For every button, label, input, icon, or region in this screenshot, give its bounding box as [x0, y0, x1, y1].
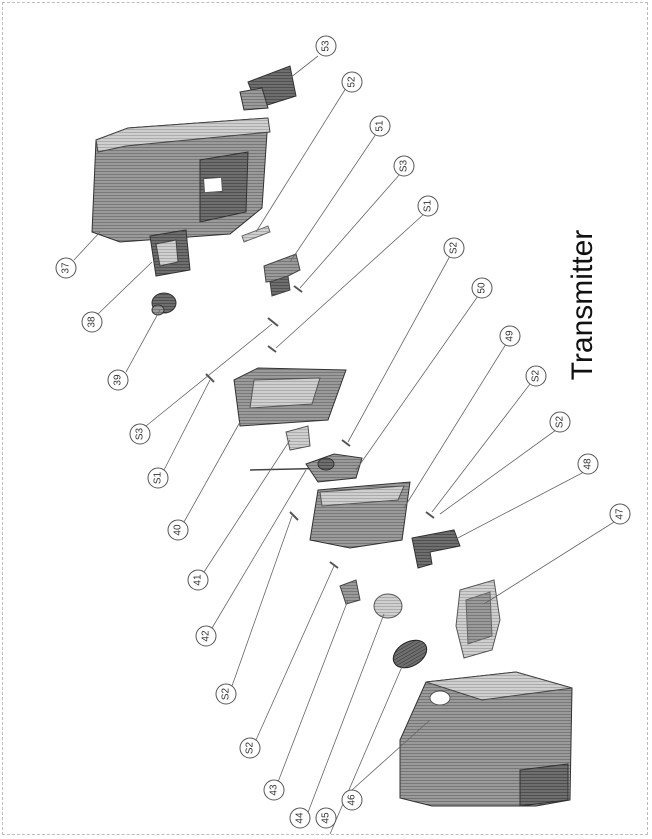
- part-s2-screw-c: [289, 511, 299, 521]
- part-49-board: [309, 481, 411, 549]
- svg-text:S2: S2: [555, 415, 566, 428]
- callout-48: 48: [577, 453, 599, 475]
- callout-44: 44: [289, 807, 311, 829]
- svg-text:S3: S3: [135, 427, 146, 440]
- callout-s2-c: S2: [549, 411, 571, 433]
- svg-text:40: 40: [173, 524, 184, 536]
- part-51: [263, 253, 301, 297]
- part-43: [339, 579, 361, 605]
- svg-text:50: 50: [477, 282, 488, 294]
- svg-text:45: 45: [321, 812, 332, 824]
- svg-text:49: 49: [505, 330, 516, 342]
- callout-s2-e: S2: [239, 737, 261, 759]
- callout-37: 37: [55, 257, 77, 279]
- part-52: [241, 225, 271, 243]
- part-39: [151, 292, 177, 316]
- svg-text:39: 39: [113, 374, 124, 386]
- part-s1-screw-b: [205, 373, 215, 383]
- callout-39: 39: [107, 369, 129, 391]
- callout-42: 42: [195, 625, 217, 647]
- callout-38: 38: [81, 311, 103, 333]
- callout-s3-a: S3: [393, 155, 415, 177]
- svg-text:41: 41: [193, 574, 204, 586]
- callout-47: 47: [609, 503, 631, 525]
- svg-text:S2: S2: [221, 687, 232, 700]
- callout-49: 49: [499, 325, 521, 347]
- svg-text:43: 43: [269, 784, 280, 796]
- part-s2-screw-d: [329, 561, 339, 569]
- svg-text:S1: S1: [153, 471, 164, 484]
- callout-s1-a: S1: [417, 195, 439, 217]
- svg-text:S3: S3: [399, 159, 410, 172]
- svg-text:53: 53: [321, 40, 332, 52]
- callout-50: 50: [471, 277, 493, 299]
- svg-text:S1: S1: [423, 199, 434, 212]
- callout-45: 45: [315, 807, 337, 829]
- part-44: [373, 593, 403, 619]
- leader-lines: [73, 55, 615, 835]
- callout-43: 43: [263, 779, 285, 801]
- svg-text:51: 51: [375, 120, 386, 132]
- part-s1-screw-a: [267, 345, 277, 353]
- part-47: [455, 579, 501, 659]
- part-53: [239, 65, 297, 111]
- callout-52: 52: [341, 71, 363, 93]
- part-40-pcb: [233, 367, 347, 427]
- part-48: [411, 529, 461, 569]
- svg-text:47: 47: [615, 508, 626, 520]
- callout-41: 41: [187, 569, 209, 591]
- callout-51: 51: [369, 115, 391, 137]
- svg-text:S2: S2: [245, 741, 256, 754]
- svg-text:52: 52: [347, 76, 358, 88]
- part-45: [392, 639, 428, 669]
- part-37-housing: [91, 117, 271, 243]
- callout-s2-b: S2: [525, 365, 547, 387]
- svg-text:38: 38: [87, 316, 98, 328]
- part-38: [149, 229, 191, 277]
- callout-s3-b: S3: [129, 423, 151, 445]
- svg-text:42: 42: [201, 630, 212, 642]
- svg-text:44: 44: [295, 812, 306, 824]
- part-s3-screw-b: [267, 317, 279, 327]
- svg-text:S2: S2: [531, 369, 542, 382]
- callout-53: 53: [315, 35, 337, 57]
- part-41: [285, 425, 311, 451]
- part-s3-screw-a: [293, 285, 303, 293]
- callout-s1-b: S1: [147, 467, 169, 489]
- part-s2-screw-a: [341, 439, 351, 447]
- svg-text:46: 46: [347, 794, 358, 806]
- callout-46: 46: [341, 789, 363, 811]
- svg-text:S2: S2: [449, 241, 460, 254]
- callout-s2-d: S2: [215, 683, 237, 705]
- diagram-title: Transmitter: [566, 230, 599, 381]
- svg-text:48: 48: [583, 458, 594, 470]
- callouts: 53 52 51 S3 S1 S2 50 49 S2 S2 48 47 37 3…: [55, 35, 631, 829]
- part-42: [249, 453, 363, 483]
- part-46-housing: [399, 671, 573, 807]
- callout-s2-a: S2: [443, 237, 465, 259]
- callout-40: 40: [167, 519, 189, 541]
- part-s2-screw-b: [425, 511, 435, 519]
- svg-text:37: 37: [61, 262, 72, 274]
